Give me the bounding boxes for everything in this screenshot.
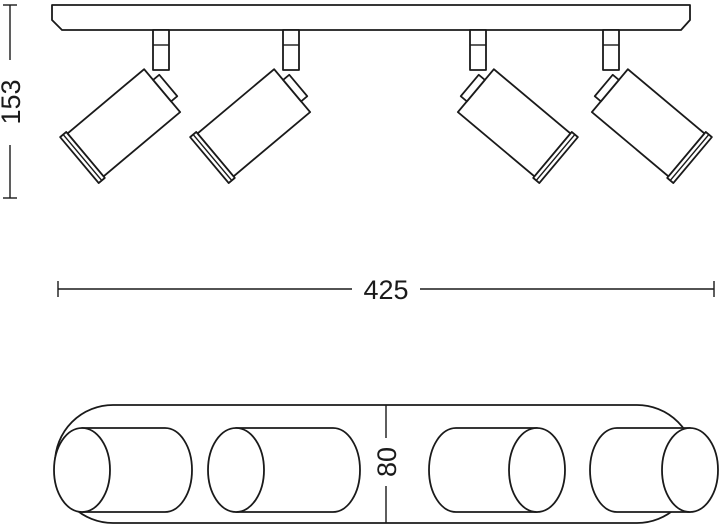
width-label: 425	[363, 275, 408, 305]
width-dimension: 425	[57, 275, 715, 305]
front-view	[51, 4, 713, 184]
height-label: 153	[0, 79, 26, 124]
spotlight-head-2	[189, 61, 319, 184]
top-cylinder-3	[428, 427, 566, 513]
spotlight-head-3	[449, 61, 579, 184]
depth-label: 80	[372, 447, 402, 477]
depth-dimension: 80	[372, 405, 402, 523]
top-cylinder-2	[207, 427, 361, 513]
top-cylinder-1	[53, 427, 193, 513]
top-view	[53, 404, 719, 524]
spotlight-head-4	[583, 61, 713, 184]
spot-stems	[152, 29, 620, 71]
mounting-bar	[51, 4, 691, 31]
top-cylinder-4	[589, 427, 719, 513]
height-dimension: 153	[0, 4, 26, 199]
spotlight-head-1	[59, 61, 189, 184]
